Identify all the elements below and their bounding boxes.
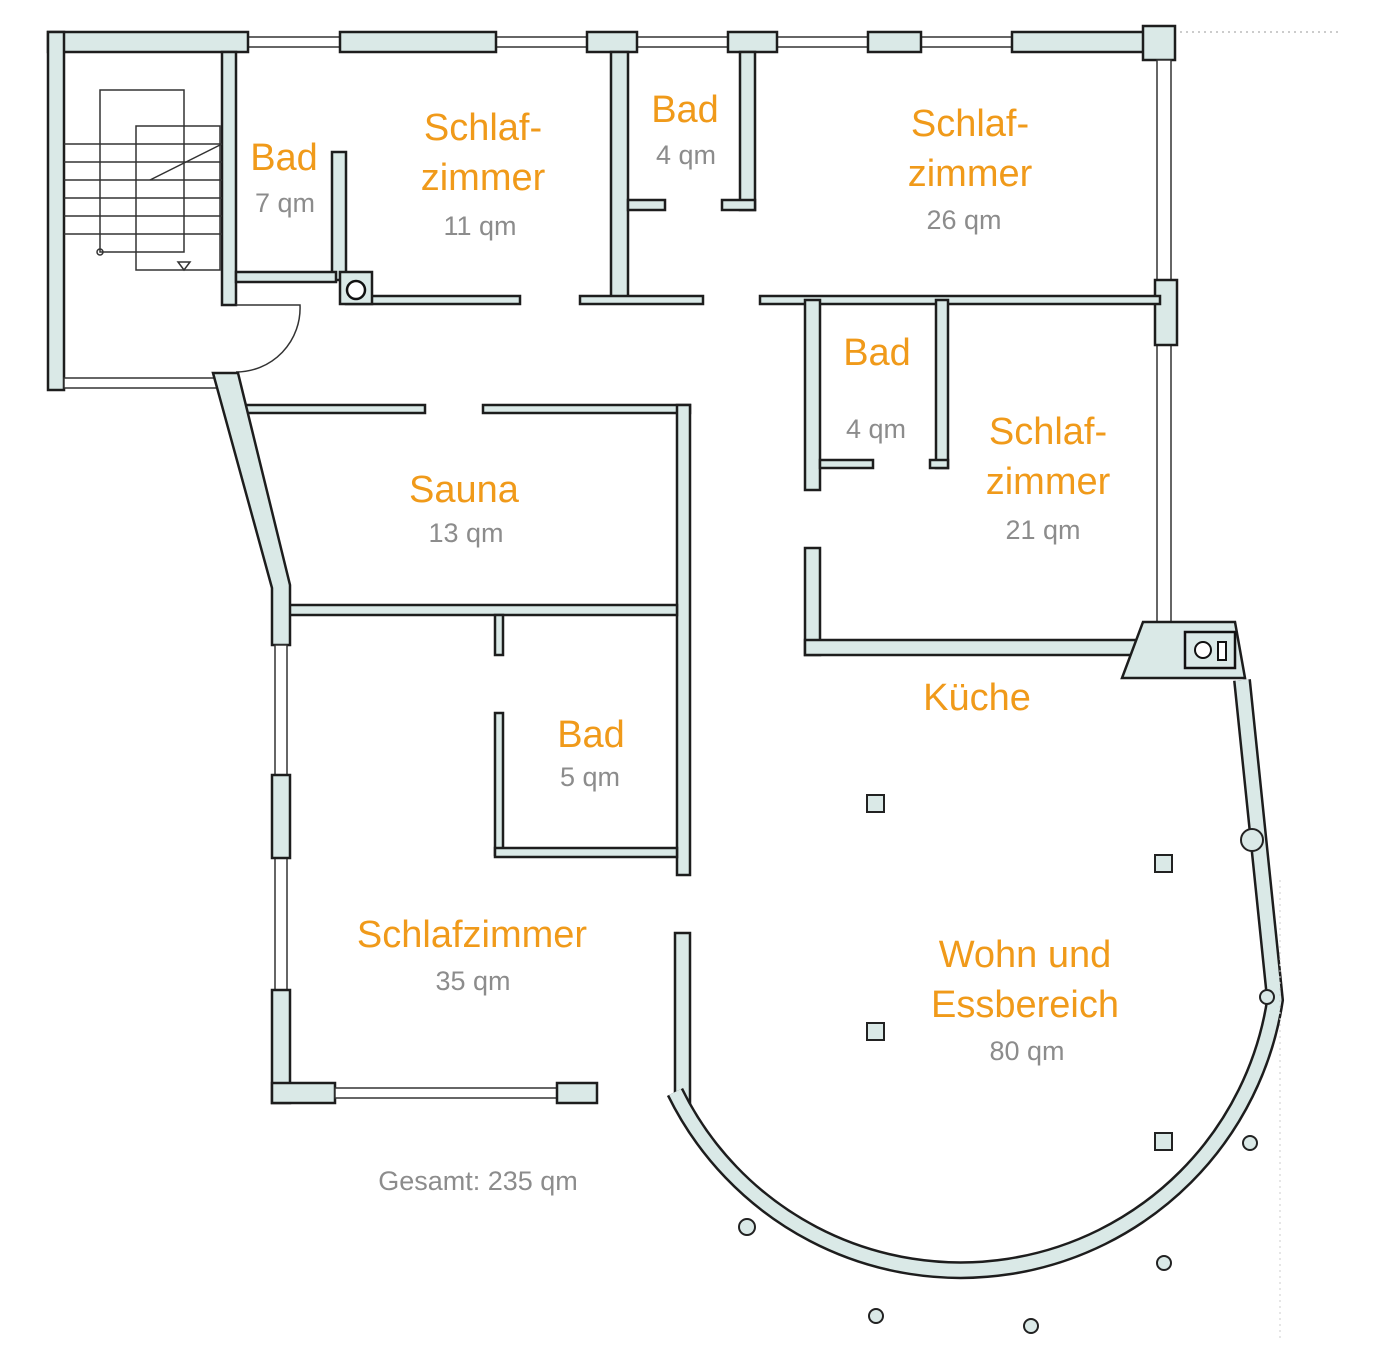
wall <box>46 30 66 392</box>
wall <box>338 30 498 54</box>
wall <box>866 30 923 54</box>
room-name: Schlafzimmer <box>357 914 587 956</box>
slanted-wall <box>211 371 292 647</box>
room-name: Essbereich <box>931 984 1119 1026</box>
room-name: Wohn und <box>939 934 1112 976</box>
room-name: Bad <box>843 332 911 374</box>
window <box>636 36 729 48</box>
room-name: Sauna <box>409 469 520 511</box>
room-area: 35 qm <box>435 966 510 996</box>
wall <box>738 50 757 212</box>
room-area: 5 qm <box>560 762 620 792</box>
room-name: Schlaf- <box>989 411 1107 453</box>
wall <box>803 638 1142 657</box>
window <box>63 377 223 389</box>
window <box>920 36 1013 48</box>
wall <box>675 403 692 877</box>
wall <box>803 298 822 492</box>
door <box>235 304 301 373</box>
wall <box>46 30 250 54</box>
room-labels: Bad 7 qm Schlaf- zimmer 11 qm Bad 4 qm S… <box>250 89 1119 1196</box>
wall <box>720 198 757 212</box>
room-name: Bad <box>651 89 719 131</box>
wall <box>818 458 875 470</box>
burner-icon <box>1194 641 1212 659</box>
staircase <box>64 89 223 272</box>
wall <box>928 458 950 470</box>
wall <box>758 294 1162 306</box>
room-name: Bad <box>250 137 318 179</box>
wall <box>330 150 348 282</box>
wall <box>726 30 779 54</box>
wall <box>243 403 427 415</box>
room-name: Schlaf- <box>424 107 542 149</box>
columns <box>738 794 1275 1334</box>
window <box>247 36 341 48</box>
wall <box>283 603 679 617</box>
wall <box>220 50 238 307</box>
room-name: Küche <box>923 677 1031 719</box>
wall <box>585 30 639 54</box>
wall <box>493 846 679 859</box>
room-area: 13 qm <box>428 518 503 548</box>
wall <box>626 198 667 212</box>
window <box>1156 59 1172 641</box>
window <box>776 36 869 48</box>
wall <box>234 270 338 284</box>
room-area: 80 qm <box>989 1036 1064 1066</box>
burner-icon <box>1217 641 1227 661</box>
room-name: zimmer <box>421 157 546 199</box>
room-area: 4 qm <box>656 140 716 170</box>
walls <box>46 24 1340 1340</box>
wall <box>270 1081 337 1105</box>
curved-wall-fill <box>669 679 1282 1277</box>
room-area: 7 qm <box>255 188 315 218</box>
room-name: zimmer <box>908 153 1033 195</box>
total-area: Gesamt: 235 qm <box>378 1166 578 1196</box>
room-area: 11 qm <box>443 211 516 241</box>
wall <box>481 403 692 415</box>
wall <box>1141 24 1177 62</box>
room-area: 4 qm <box>846 414 906 444</box>
room-name: zimmer <box>986 461 1111 503</box>
wall <box>493 711 505 857</box>
room-area: 21 qm <box>1005 515 1080 545</box>
wall <box>493 613 505 657</box>
window <box>334 1087 558 1099</box>
room-area: 26 qm <box>926 205 1001 235</box>
wall <box>578 294 705 306</box>
room-name: Schlaf- <box>911 103 1029 145</box>
wall <box>609 50 630 302</box>
room-name: Bad <box>557 714 625 756</box>
wall <box>555 1081 599 1105</box>
wall <box>1153 278 1179 347</box>
wall <box>270 773 292 860</box>
wall <box>934 298 950 470</box>
wall <box>673 931 692 1105</box>
window <box>495 36 588 48</box>
shaft-icon <box>345 279 367 301</box>
